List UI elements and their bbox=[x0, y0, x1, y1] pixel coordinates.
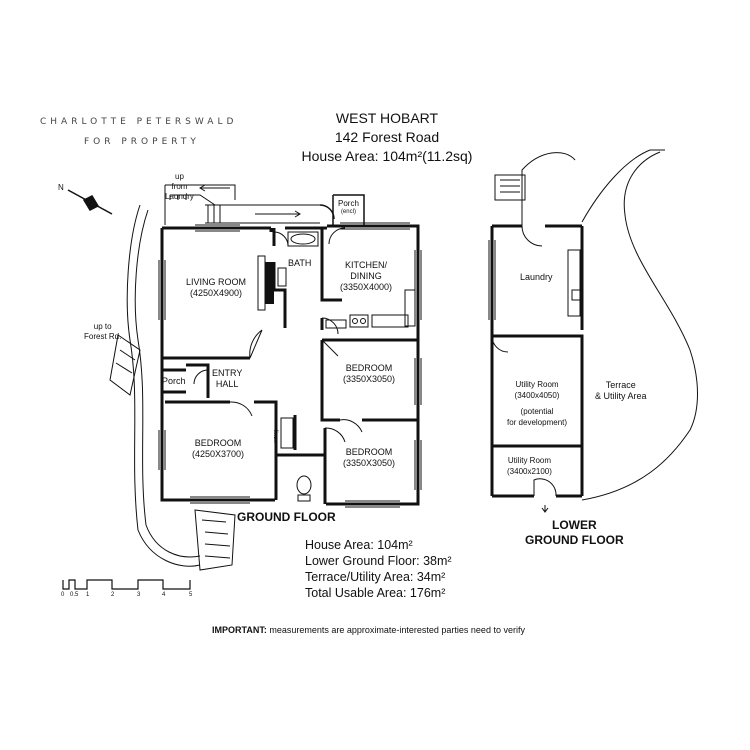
brand-line-1: CHARLOTTE PETERSWALD bbox=[40, 117, 238, 127]
ground-floor-doors bbox=[193, 227, 363, 443]
living-room-label: LIVING ROOM (4250X4900) bbox=[186, 277, 247, 298]
bedroom-1-label: BEDROOM (3350X3050) bbox=[343, 363, 396, 384]
bedroom-3-label: BEDROOM (3350X3050) bbox=[343, 447, 396, 468]
ground-floor-walls bbox=[160, 224, 420, 506]
lower-ground-floor-label: LOWER GROUND FLOOR bbox=[525, 518, 624, 547]
footer-important: IMPORTANT: bbox=[212, 625, 267, 635]
bath-fixtures bbox=[277, 231, 319, 287]
utility-room-2-label: Utility Room (3400x2100) bbox=[507, 456, 552, 476]
ground-floor-windows bbox=[158, 222, 422, 508]
scale-label-0-5: 0.5 bbox=[70, 592, 79, 598]
scale-label-2: 2 bbox=[111, 592, 115, 598]
up-to-forest-rd-label: up to Forest Rd. bbox=[84, 322, 122, 341]
address-title: 142 Forest Road bbox=[334, 129, 440, 145]
north-label: N bbox=[58, 183, 64, 192]
ground-floor-label: GROUND FLOOR bbox=[237, 510, 336, 524]
enclosed-porch bbox=[319, 194, 365, 226]
lower-floor-walls bbox=[490, 224, 584, 498]
porch-label: Porch bbox=[162, 376, 186, 386]
up-from-laundry-label: up from Laundry bbox=[165, 172, 194, 201]
house-area-title: House Area: 104m²(11.2sq) bbox=[301, 148, 473, 164]
utility-room-1-label: Utility Room (3400x4050) (potential for … bbox=[507, 380, 568, 427]
side-path bbox=[109, 204, 236, 571]
north-arrow bbox=[67, 189, 113, 215]
fireplace bbox=[265, 262, 274, 304]
top-stairs bbox=[164, 184, 320, 225]
scale-label-0: 0 bbox=[61, 592, 65, 598]
scale-label-5: 5 bbox=[189, 592, 193, 598]
terrace-label: Terrace & Utility Area bbox=[595, 380, 647, 401]
entry-hall-label: ENTRY HALL bbox=[212, 368, 243, 389]
porch-encl-label: Porch (encl) bbox=[338, 199, 359, 215]
terrace-outline bbox=[494, 149, 698, 501]
toilet bbox=[296, 475, 312, 502]
brand-line-2: FOR PROPERTY bbox=[84, 137, 200, 147]
laundry-label: Laundry bbox=[520, 272, 553, 282]
kitchen-label: KITCHEN/ DINING (3350X4000) bbox=[340, 260, 393, 292]
suburb-title: WEST HOBART bbox=[335, 110, 439, 126]
lower-floor-details bbox=[488, 225, 581, 513]
footer-text: measurements are approximate-interested … bbox=[266, 625, 525, 635]
scale-bar bbox=[62, 579, 191, 590]
scale-label-3: 3 bbox=[137, 592, 141, 598]
kitchen-fixtures bbox=[325, 289, 416, 329]
bedroom-2-label: BEDROOM (4250X3700) bbox=[192, 438, 245, 459]
scale-label-1: 1 bbox=[86, 592, 90, 598]
bath-label: BATH bbox=[288, 258, 312, 268]
area-summary: House Area: 104m² Lower Ground Floor: 38… bbox=[305, 538, 452, 600]
scale-label-4: 4 bbox=[162, 592, 166, 598]
footer-note: IMPORTANT: measurements are approximate-… bbox=[212, 625, 525, 635]
linen-label: linen bbox=[272, 430, 278, 443]
